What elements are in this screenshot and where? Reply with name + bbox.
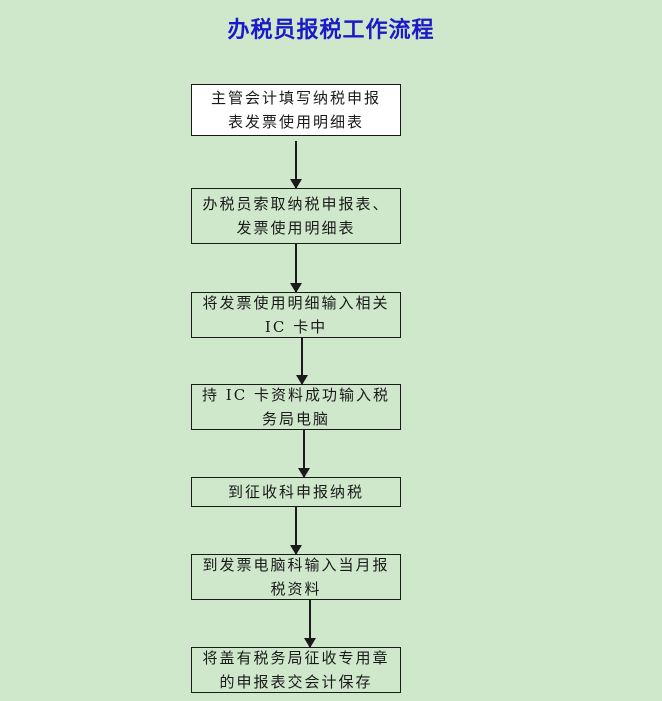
flow-step-1-line1: 主管会计填写纳税申报 [210,89,381,107]
flow-step-4-line2: 务局电脑 [261,410,330,428]
flow-arrow-4 [298,430,310,478]
flow-step-2: 办税员索取纳税申报表、 发票使用明细表 [191,188,401,244]
flow-step-3-line2: IC 卡中 [264,318,328,336]
flow-arrow-1 [290,141,302,189]
flow-step-5-line1: 到征收科申报纳税 [227,483,364,501]
flow-step-2-line1: 办税员索取纳税申报表、 [202,195,390,213]
flow-step-6-line1: 到发票电脑科输入当月报 [202,556,390,574]
flow-step-3-line1: 将发票使用明细输入相关 [202,294,390,312]
flow-step-1: 主管会计填写纳税申报 表发票使用明细表 [191,84,401,136]
diagram-title: 办税员报税工作流程 [227,18,435,43]
flow-step-5: 到征收科申报纳税 [191,477,401,507]
flow-arrow-6 [304,600,316,648]
flow-arrow-2 [290,244,302,293]
flow-step-7: 将盖有税务局征收专用章 的申报表交会计保存 [191,647,401,693]
flow-step-6-line2: 税资料 [270,580,322,598]
flow-step-3: 将发票使用明细输入相关 IC 卡中 [191,292,401,338]
flow-step-4: 持 IC 卡资料成功输入税 务局电脑 [191,384,401,430]
flow-step-6: 到发票电脑科输入当月报 税资料 [191,554,401,600]
flow-step-2-line2: 发票使用明细表 [236,219,356,237]
flow-step-7-line2: 的申报表交会计保存 [219,673,373,691]
flow-step-7-line1: 将盖有税务局征收专用章 [202,649,390,667]
flow-step-1-line2: 表发票使用明细表 [227,113,364,131]
flow-arrow-5 [290,507,302,555]
flow-arrow-3 [296,338,308,385]
flow-step-4-line1: 持 IC 卡资料成功输入税 [202,386,390,404]
